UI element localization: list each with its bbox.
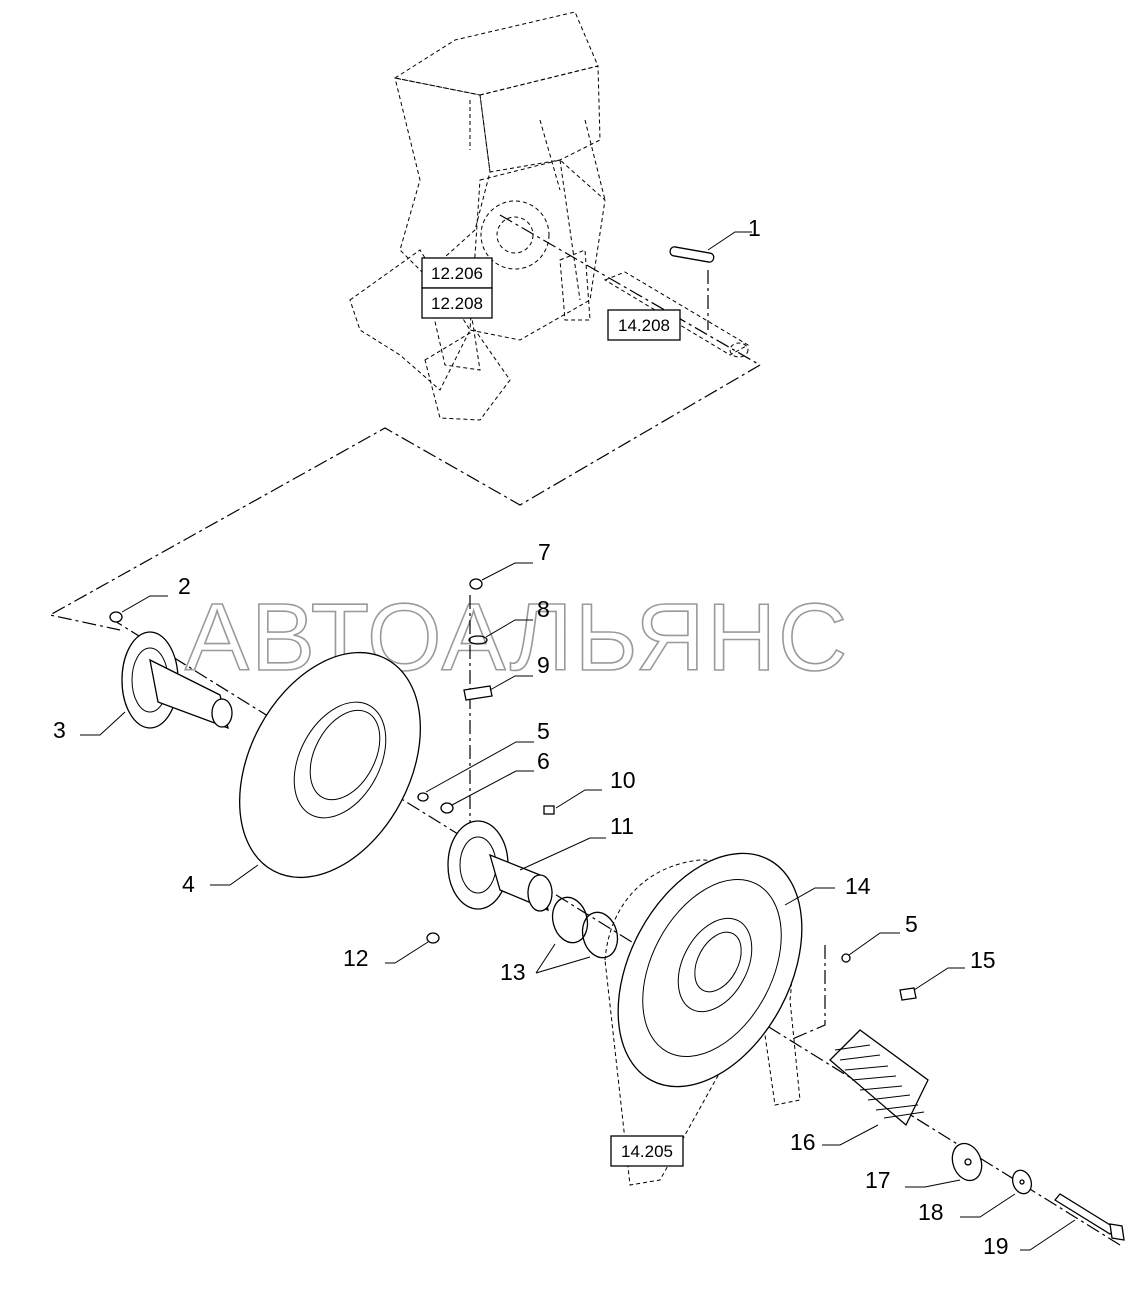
- callout-5: 5: [537, 718, 550, 744]
- ref-label: 12.208: [431, 294, 483, 313]
- callout-2: 2: [178, 573, 191, 599]
- part-11-hub: [447, 820, 606, 912]
- part-8-ring: [468, 619, 533, 645]
- callout-13: 13: [500, 959, 526, 985]
- ref-box-14-208: 14.208: [607, 309, 681, 341]
- callout-5b: 5: [905, 911, 918, 937]
- part-17-washer: [905, 1142, 983, 1188]
- part-14-disc: [604, 852, 835, 1186]
- ref-label: 14.205: [621, 1142, 673, 1161]
- callout-3: 3: [53, 717, 66, 743]
- callout-10: 10: [610, 767, 636, 793]
- ref-label: 14.208: [618, 316, 670, 335]
- part-5b-pin: [841, 932, 900, 963]
- callout-19: 19: [983, 1233, 1009, 1259]
- main-axis: [109, 617, 1121, 1246]
- part-16-spring: [822, 1029, 929, 1146]
- callout-12: 12: [343, 945, 369, 971]
- part-3-flange-shaft: [80, 631, 233, 736]
- callout-17: 17: [865, 1167, 891, 1193]
- part-18-washer: [960, 1169, 1033, 1218]
- callout-4: 4: [182, 871, 195, 897]
- part-2-bolt: [109, 595, 168, 623]
- callout-18: 18: [918, 1199, 944, 1225]
- callout-16: 16: [790, 1129, 816, 1155]
- callouts: 1 2 3 4 5 6 7 8 9 10 11 12 13 5 14 15 16…: [53, 215, 1009, 1259]
- part-5-pin: [417, 741, 534, 802]
- assembly-envelope: [48, 364, 761, 631]
- callout-14: 14: [845, 873, 871, 899]
- side-axis: [789, 945, 826, 1041]
- part-19-bolt: [1020, 1193, 1125, 1251]
- part-10-nut: [543, 789, 602, 815]
- frame-assembly: [349, 11, 606, 421]
- callout-1: 1: [748, 215, 761, 241]
- watermark-text: АВТОАЛЬЯНС: [185, 584, 849, 691]
- ref-box-12-208: 12.208: [421, 287, 493, 319]
- part-12-bushing: [385, 932, 440, 964]
- ref-box-14-205: 14.205: [610, 1135, 684, 1167]
- part-4-disc: [210, 651, 422, 886]
- callout-15: 15: [970, 947, 996, 973]
- ref-box-12-206: 12.206: [421, 257, 493, 289]
- part-9-washer: [463, 675, 533, 701]
- shaft-upper: [499, 214, 761, 366]
- callout-8: 8: [537, 596, 550, 622]
- part-15-bolt: [899, 967, 965, 1001]
- part-13-rings: [535, 896, 619, 974]
- part-7-screw: [469, 562, 533, 590]
- part-1-key: [669, 231, 752, 263]
- callout-6: 6: [537, 748, 550, 774]
- callout-7: 7: [538, 539, 551, 565]
- callout-11: 11: [610, 813, 634, 839]
- callout-9: 9: [537, 652, 550, 678]
- ref-label: 12.206: [431, 264, 483, 283]
- part-6-pin: [440, 770, 534, 814]
